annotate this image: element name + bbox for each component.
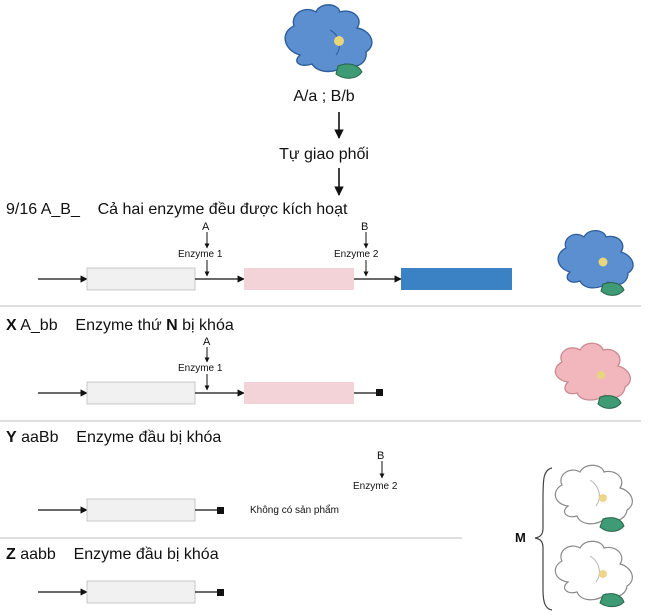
white-flower-2-icon — [554, 540, 633, 608]
rowx-pink-flower-icon — [554, 342, 631, 409]
rowx-heading: X A_bb Enzyme thứ N bị khóa — [6, 317, 234, 335]
row1-blue-product-box — [401, 268, 512, 290]
rowx-pink-product-box — [244, 382, 354, 404]
rowx-substrate-box — [86, 381, 196, 405]
parent-flower-icon — [284, 4, 373, 79]
rowy-no-product: Không có sản phẩm — [250, 505, 339, 516]
rowy-enzyme2-label: Enzyme 2 — [353, 481, 398, 492]
rowx-desc-pre: Enzyme thứ — [75, 317, 162, 334]
rowx-allele-a: A — [203, 336, 211, 348]
parent-flower-center — [334, 36, 344, 46]
white-flower-1-icon — [554, 464, 633, 532]
rowy-blocked-end — [217, 507, 224, 514]
row1-substrate-box — [86, 267, 196, 291]
rowy-letter: Y — [6, 429, 17, 446]
rowx-enzyme1-label: Enzyme 1 — [178, 363, 223, 374]
rowx-genotype: A_bb — [20, 317, 58, 334]
self-pollination-label: Tự giao phối — [279, 146, 369, 163]
rowy-allele-b: B — [377, 450, 385, 462]
row1-enzyme1-label: Enzyme 1 — [178, 249, 223, 260]
parent-genotype: A/a ; B/b — [293, 88, 355, 105]
row1-desc: Cả hai enzyme đều được kích hoạt — [97, 201, 348, 218]
rowz-blocked-end — [217, 589, 224, 596]
rowx-desc-bold: N — [166, 317, 178, 334]
row1-allele-b: B — [361, 221, 369, 233]
row1-heading: 9/16 A_B_ Cả hai enzyme đều được kích ho… — [6, 201, 347, 219]
row1-enzyme2-label: Enzyme 2 — [334, 249, 379, 260]
rowy-desc: Enzyme đầu bị khóa — [76, 429, 222, 446]
row1-allele-a: A — [202, 221, 210, 233]
rowx-blocked-end — [376, 389, 383, 396]
parent-flower-petals — [284, 4, 373, 73]
row1-ratio: 9/16 A_B_ — [6, 201, 80, 218]
rowy-substrate-box — [86, 498, 196, 522]
m-bracket — [534, 467, 553, 611]
row1-pink-product-box — [244, 268, 354, 290]
rowy-genotype: aaBb — [21, 429, 59, 446]
row1-blue-flower-icon — [557, 229, 634, 296]
rowz-desc: Enzyme đầu bị khóa — [73, 546, 219, 563]
parent-flower-calyx — [335, 63, 363, 79]
rowz-letter: Z — [6, 546, 16, 563]
rowy-heading: Y aaBb Enzyme đầu bị khóa — [6, 429, 221, 447]
bracket-label: M — [515, 530, 526, 545]
rowz-heading: Z aabb Enzyme đầu bị khóa — [6, 546, 219, 564]
rowz-substrate-box — [86, 580, 196, 604]
rowz-genotype: aabb — [20, 546, 56, 563]
rowx-desc-post: bị khóa — [182, 317, 234, 334]
rowx-letter: X — [6, 317, 17, 334]
